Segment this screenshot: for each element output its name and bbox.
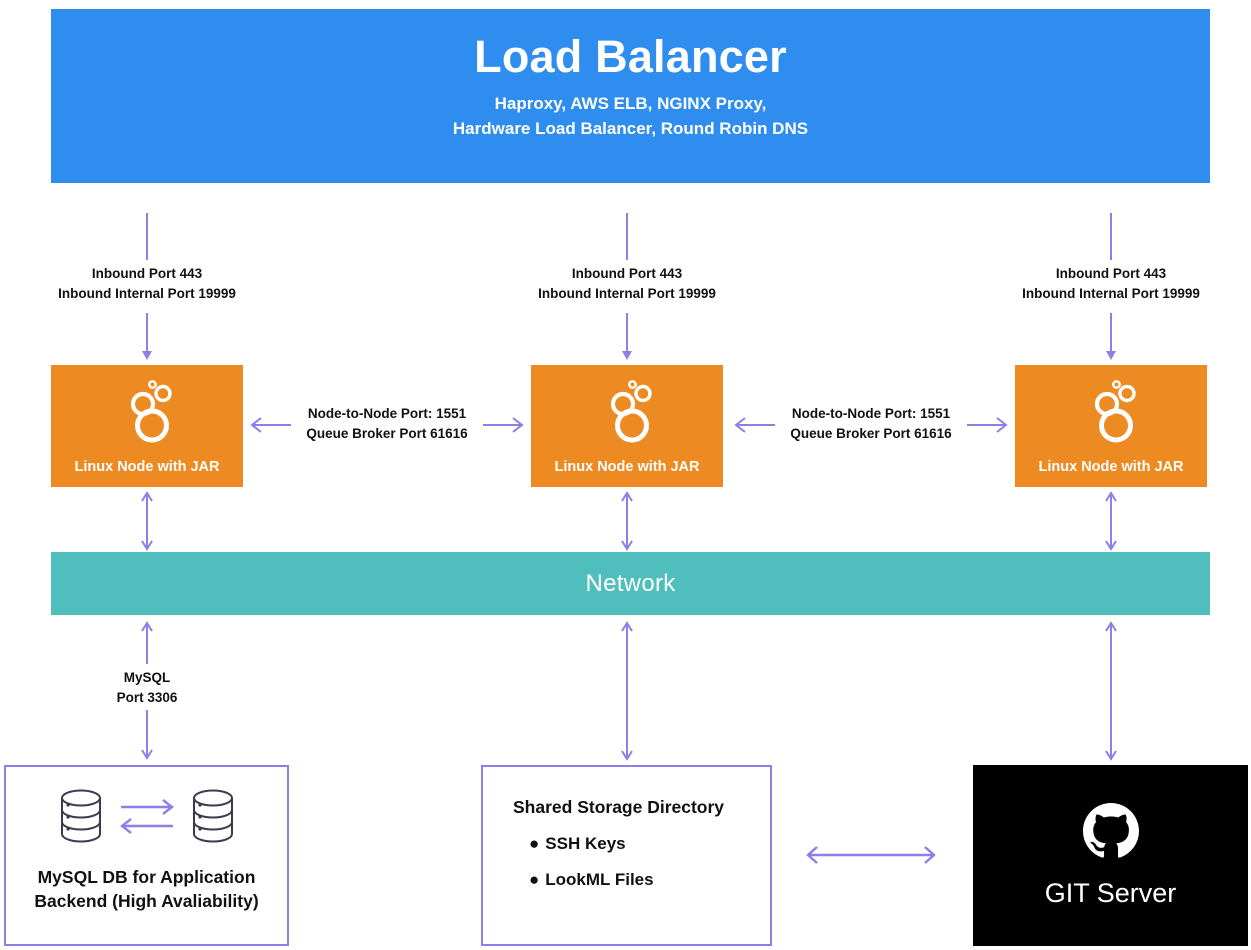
mysql-database-caption: MySQL DB for Application Backend (High A…: [34, 866, 258, 913]
bullet-icon: ●: [529, 834, 540, 853]
node-link-label-2: Node-to-Node Port: 1551 Queue Broker Por…: [727, 404, 1015, 443]
inbound-label-3: Inbound Port 443 Inbound Internal Port 1…: [964, 264, 1251, 303]
node-link-label-2-line-2: Queue Broker Port 61616: [790, 425, 952, 441]
database-cylinder-icon: [189, 787, 237, 850]
shared-storage-connector: [621, 621, 633, 761]
mysql-connector-bottom: [141, 710, 153, 760]
looker-logo-icon: [1083, 377, 1139, 448]
load-balancer-title: Load Balancer: [474, 31, 787, 82]
node-link-label-1-line-1: Node-to-Node Port: 1551: [307, 406, 467, 421]
inbound-label-1-line-2: Inbound Internal Port 19999: [58, 285, 236, 301]
mysql-connector-label: MySQL Port 3306: [47, 668, 247, 707]
node-link-label-1-line-2: Queue Broker Port 61616: [306, 425, 468, 441]
shared-storage-item-label: SSH Keys: [545, 834, 626, 853]
shared-storage-item-label: LookML Files: [545, 870, 654, 889]
node-network-connector-2: [621, 491, 633, 551]
shared-storage-box[interactable]: Shared Storage Directory ● SSH Keys ● Look…: [481, 765, 772, 946]
node-link-label-2-line-1: Node-to-Node Port: 1551: [791, 406, 951, 421]
inbound-label-1-line-1: Inbound Port 443: [91, 266, 203, 281]
mysql-database-box[interactable]: MySQL DB for Application Backend (High A…: [4, 765, 289, 946]
mysql-database-caption-line-1: MySQL DB for Application: [37, 867, 256, 887]
node-network-connector-1: [141, 491, 153, 551]
inbound-label-3-line-2: Inbound Internal Port 19999: [1022, 285, 1200, 301]
linux-node-box-1[interactable]: Linux Node with JAR: [51, 365, 243, 487]
git-server-connector: [1105, 621, 1117, 761]
inbound-connector-line-3-top: [1110, 213, 1112, 260]
shared-storage-item-lookml-files: ● LookML Files: [529, 870, 770, 890]
bidirectional-replication-arrows-icon: [117, 794, 177, 843]
linux-node-box-2[interactable]: Linux Node with JAR: [531, 365, 723, 487]
inbound-label-2: Inbound Port 443 Inbound Internal Port 1…: [480, 264, 774, 303]
inbound-connector-line-1-top: [146, 213, 148, 260]
linux-node-label-3: Linux Node with JAR: [1038, 459, 1184, 475]
mysql-database-caption-line-2: Backend (High Avaliability): [34, 890, 259, 911]
node-network-connector-3: [1105, 491, 1117, 551]
inbound-label-2-line-1: Inbound Port 443: [571, 266, 683, 281]
inbound-arrow-head-2: [622, 351, 632, 360]
inbound-connector-line-2-top: [626, 213, 628, 260]
inbound-arrow-head-3: [1106, 351, 1116, 360]
network-bar: Network: [51, 552, 1210, 615]
looker-logo-icon: [119, 377, 175, 448]
linux-node-label-1: Linux Node with JAR: [74, 459, 220, 475]
inbound-connector-line-3-bottom: [1110, 313, 1112, 351]
inbound-label-2-line-2: Inbound Internal Port 19999: [538, 285, 716, 301]
bidirectional-arrow-icon: [806, 846, 936, 864]
inbound-label-1: Inbound Port 443 Inbound Internal Port 1…: [0, 264, 294, 303]
mysql-connector-top: [141, 621, 153, 664]
node-link-arrows-2: [734, 417, 1008, 433]
network-label: Network: [585, 569, 676, 597]
inbound-arrow-head-1: [142, 351, 152, 360]
node-link-label-1: Node-to-Node Port: 1551 Queue Broker Por…: [243, 404, 531, 443]
git-server-box[interactable]: GIT Server: [973, 765, 1248, 946]
mysql-connector-label-line-1: MySQL: [123, 670, 171, 685]
load-balancer-box: Load Balancer Haproxy, AWS ELB, NGINX Pr…: [51, 9, 1210, 183]
mysql-connector-label-line-2: Port 3306: [116, 689, 178, 705]
github-octocat-icon: [1082, 802, 1139, 864]
shared-storage-title: Shared Storage Directory: [513, 797, 725, 817]
linux-node-box-3[interactable]: Linux Node with JAR: [1015, 365, 1207, 487]
load-balancer-subtitle: Haproxy, AWS ELB, NGINX Proxy, Hardware …: [453, 92, 808, 141]
load-balancer-subtitle-line-1: Haproxy, AWS ELB, NGINX Proxy,: [494, 94, 767, 114]
shared-storage-item-ssh-keys: ● SSH Keys: [529, 834, 770, 854]
database-replication-group: [57, 787, 237, 850]
bullet-icon: ●: [529, 870, 540, 889]
looker-logo-icon: [599, 377, 655, 448]
load-balancer-subtitle-line-2: Hardware Load Balancer, Round Robin DNS: [452, 118, 809, 138]
inbound-connector-line-1-bottom: [146, 313, 148, 351]
inbound-label-3-line-1: Inbound Port 443: [1055, 266, 1167, 281]
git-server-label: GIT Server: [1044, 877, 1177, 908]
database-cylinder-icon: [57, 787, 105, 850]
linux-node-label-2: Linux Node with JAR: [554, 459, 700, 475]
inbound-connector-line-2-bottom: [626, 313, 628, 351]
node-link-arrows-1: [250, 417, 524, 433]
